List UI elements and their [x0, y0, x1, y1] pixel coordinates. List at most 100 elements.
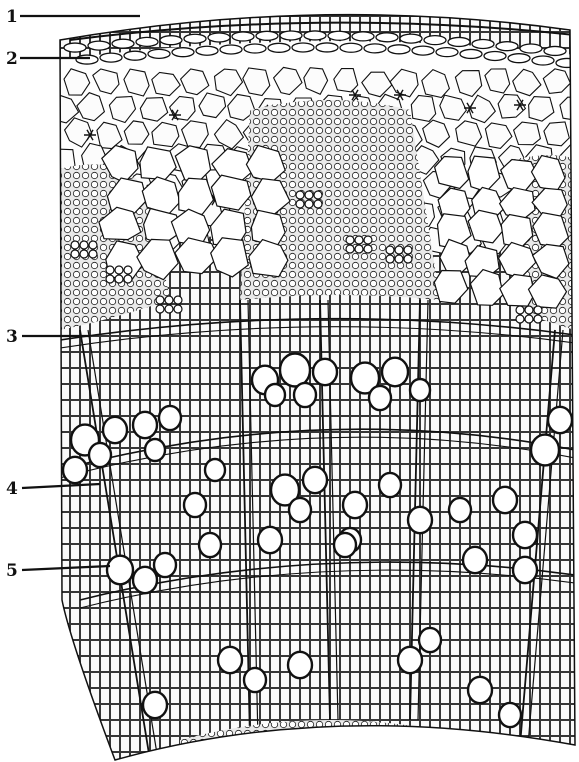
hypodermis-cell: [256, 31, 278, 40]
sclerenchyma-cell: [174, 305, 182, 313]
sclerenchyma-cell: [314, 191, 322, 199]
vessel: [159, 406, 181, 430]
vessel: [369, 386, 391, 410]
hypodermis-cell: [160, 36, 182, 45]
vessel: [265, 384, 285, 406]
cortex-cell: [571, 175, 579, 201]
sclerenchyma-cell: [404, 255, 412, 263]
sclerenchyma-cell: [395, 255, 403, 263]
sclerenchyma-cell: [355, 236, 363, 244]
hypodermis-cell: [148, 49, 170, 58]
vessel: [419, 628, 441, 652]
sclerenchyma-cell: [516, 306, 524, 314]
vessel: [343, 492, 367, 518]
hypodermis-cell: [232, 32, 254, 41]
sclerenchyma-cell: [534, 306, 542, 314]
vessel: [313, 359, 337, 385]
sclerenchyma-cell: [80, 241, 88, 249]
cortex-cell: [572, 226, 579, 251]
vessel: [258, 527, 282, 553]
vessel: [294, 383, 316, 407]
sclerenchyma-cell: [156, 305, 164, 313]
hypodermis-cell: [544, 46, 566, 55]
sclerenchyma-cell: [124, 275, 132, 283]
sclerenchyma-cell: [305, 191, 313, 199]
hypodermis-cell: [496, 42, 518, 51]
sclerenchyma-cell: [386, 246, 394, 254]
sclerenchyma-cell: [346, 236, 354, 244]
hypodermis-cell: [412, 46, 434, 55]
vessel: [468, 677, 492, 703]
hypodermis-cell: [448, 37, 470, 46]
vessel: [184, 493, 206, 517]
hypodermis-cell: [220, 45, 242, 54]
vessel: [463, 547, 487, 573]
vessel: [89, 443, 111, 467]
sclerenchyma-cell: [386, 255, 394, 263]
vessel: [493, 487, 517, 513]
hypodermis-cell: [196, 46, 218, 55]
vessel: [103, 417, 127, 443]
vessel: [334, 533, 356, 557]
sclerenchyma-cell: [314, 200, 322, 208]
hypodermis-cell: [556, 58, 578, 67]
hypodermis-cell: [424, 36, 446, 45]
vessel: [218, 647, 242, 673]
vessel: [513, 522, 537, 548]
sclerenchyma-cell: [404, 246, 412, 254]
cortex-cell: [574, 67, 579, 92]
sclerenchyma-cell: [115, 275, 123, 283]
hypodermis-cell: [328, 31, 350, 40]
vessel: [449, 498, 471, 522]
hypodermis-cell: [184, 34, 206, 43]
hypodermis-cell: [340, 43, 362, 52]
sclerenchyma-cell: [305, 200, 313, 208]
hypodermis-cell: [460, 49, 482, 58]
vessel: [199, 533, 221, 557]
hypodermis-cell: [268, 43, 290, 52]
hypodermis-cell: [508, 54, 530, 63]
vessel: [548, 407, 572, 433]
vessel: [205, 459, 225, 481]
sclerenchyma-cell: [71, 250, 79, 258]
hypodermis-cell: [376, 33, 398, 42]
hypodermis-cell: [472, 39, 494, 48]
hypodermis-cell: [388, 45, 410, 54]
vessel: [154, 553, 176, 577]
vessel: [408, 507, 432, 533]
sclerenchyma-cell: [395, 246, 403, 254]
vessel: [143, 692, 167, 718]
sclerenchyma-cell: [364, 236, 372, 244]
hypodermis-cell: [316, 43, 338, 52]
vessel: [531, 435, 559, 466]
vessel: [288, 652, 312, 678]
vessel: [133, 412, 157, 438]
sclerenchyma-cell: [516, 315, 524, 323]
vessel: [280, 354, 310, 387]
hypodermis-cell: [100, 53, 122, 62]
label-2-text: 2: [6, 49, 18, 69]
sclerenchyma-cell: [296, 191, 304, 199]
vessel: [244, 668, 266, 692]
sclerenchyma-cell: [296, 200, 304, 208]
vessel: [133, 567, 157, 593]
cortex-cell: [575, 119, 579, 147]
sclerenchyma-cell: [124, 266, 132, 274]
sclerenchyma-cell: [355, 245, 363, 253]
cortex-cell: [544, 122, 569, 146]
hypodermis-cell: [352, 32, 374, 41]
label-4-text: 4: [6, 479, 18, 499]
sclerenchyma-cell: [89, 241, 97, 249]
vessel: [513, 557, 537, 583]
hypodermis-cell: [520, 44, 542, 53]
vessel: [107, 556, 133, 585]
label-3-text: 3: [6, 327, 18, 347]
hypodermis-cell: [292, 43, 314, 52]
sclerenchyma-cell: [165, 296, 173, 304]
hypodermis-cell: [484, 51, 506, 60]
hypodermis-cell: [364, 44, 386, 53]
sclerenchyma-cell: [115, 266, 123, 274]
sclerenchyma-cell: [525, 306, 533, 314]
